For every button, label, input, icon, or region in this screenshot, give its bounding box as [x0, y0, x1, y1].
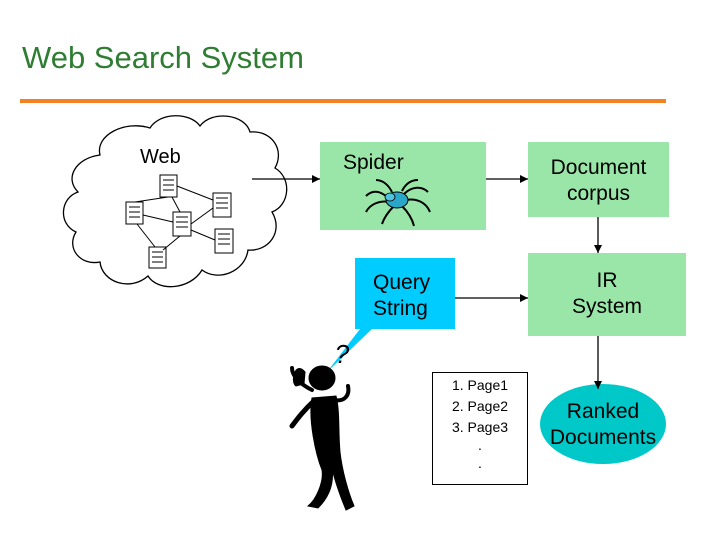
results-list: 1. Page1 2. Page2 3. Page3 . .: [432, 372, 528, 485]
ranked-documents-ellipse: [540, 384, 666, 464]
result-ellipsis: .: [478, 437, 482, 453]
document-corpus-label: Document corpus: [550, 156, 647, 206]
result-item: 1. Page1: [451, 377, 509, 393]
spider-head: [384, 192, 396, 202]
query-string-label: Query String: [373, 271, 431, 321]
spider-icon: [365, 179, 431, 227]
web-cloud: [62, 115, 288, 288]
page-title: Web Search System: [22, 40, 304, 75]
result-item: 3. Page3: [451, 419, 509, 435]
result-item: 2. Page2: [451, 398, 509, 414]
query-bubble-body: [355, 258, 455, 329]
web-label: Web: [140, 146, 181, 168]
spider-box: [320, 142, 486, 230]
question-mark: ?: [334, 339, 350, 369]
result-ellipsis: .: [478, 455, 482, 471]
ranked-documents-label: Ranked Documents: [549, 400, 657, 450]
document-corpus-box: [528, 142, 669, 217]
web-pages-icon: [125, 174, 234, 269]
ir-system-label: IR System: [571, 269, 642, 319]
ir-system-box: [528, 253, 686, 336]
title-underline: [20, 99, 666, 103]
spider-label: Spider: [343, 151, 404, 174]
thinking-person-icon: [289, 365, 355, 511]
